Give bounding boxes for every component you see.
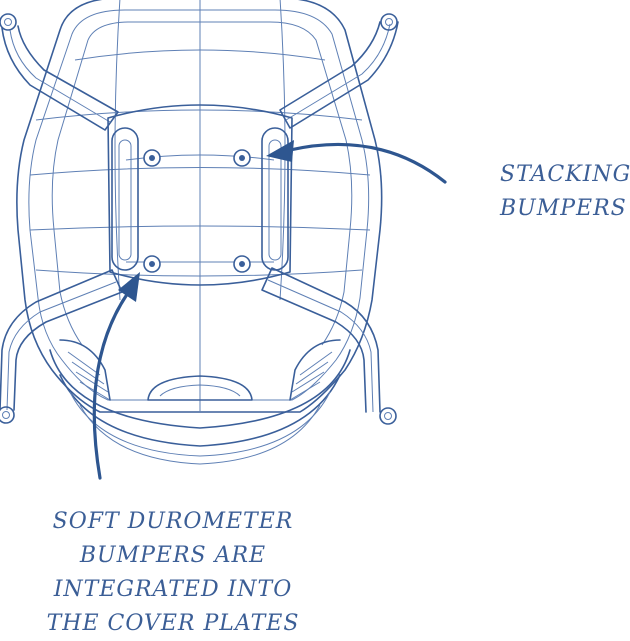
arrow-stacking-bumpers	[266, 140, 447, 184]
soft-label-line-1: SOFT DUROMETER	[52, 509, 294, 534]
bumper-bolts	[143, 149, 251, 273]
soft-label-line-2: BUMPERS ARE	[79, 543, 267, 568]
chair-back-rim	[49, 339, 351, 465]
soft-durometer-label: SOFT DUROMETER BUMPERS ARE INTEGRATED IN…	[18, 505, 328, 641]
chair-shell	[16, 0, 383, 413]
stacking-label-line-2: BUMPERS	[500, 196, 627, 221]
chair-legs	[0, 13, 399, 425]
soft-label-line-3: INTEGRATED INTO	[53, 577, 293, 602]
stacking-bumpers-label: STACKING BUMPERS	[500, 158, 630, 226]
stacking-label-line-1: STACKING	[500, 162, 630, 187]
arrow-soft-bumpers	[92, 272, 140, 480]
soft-label-line-4: THE COVER PLATES	[46, 611, 300, 636]
cover-plate	[107, 104, 293, 286]
